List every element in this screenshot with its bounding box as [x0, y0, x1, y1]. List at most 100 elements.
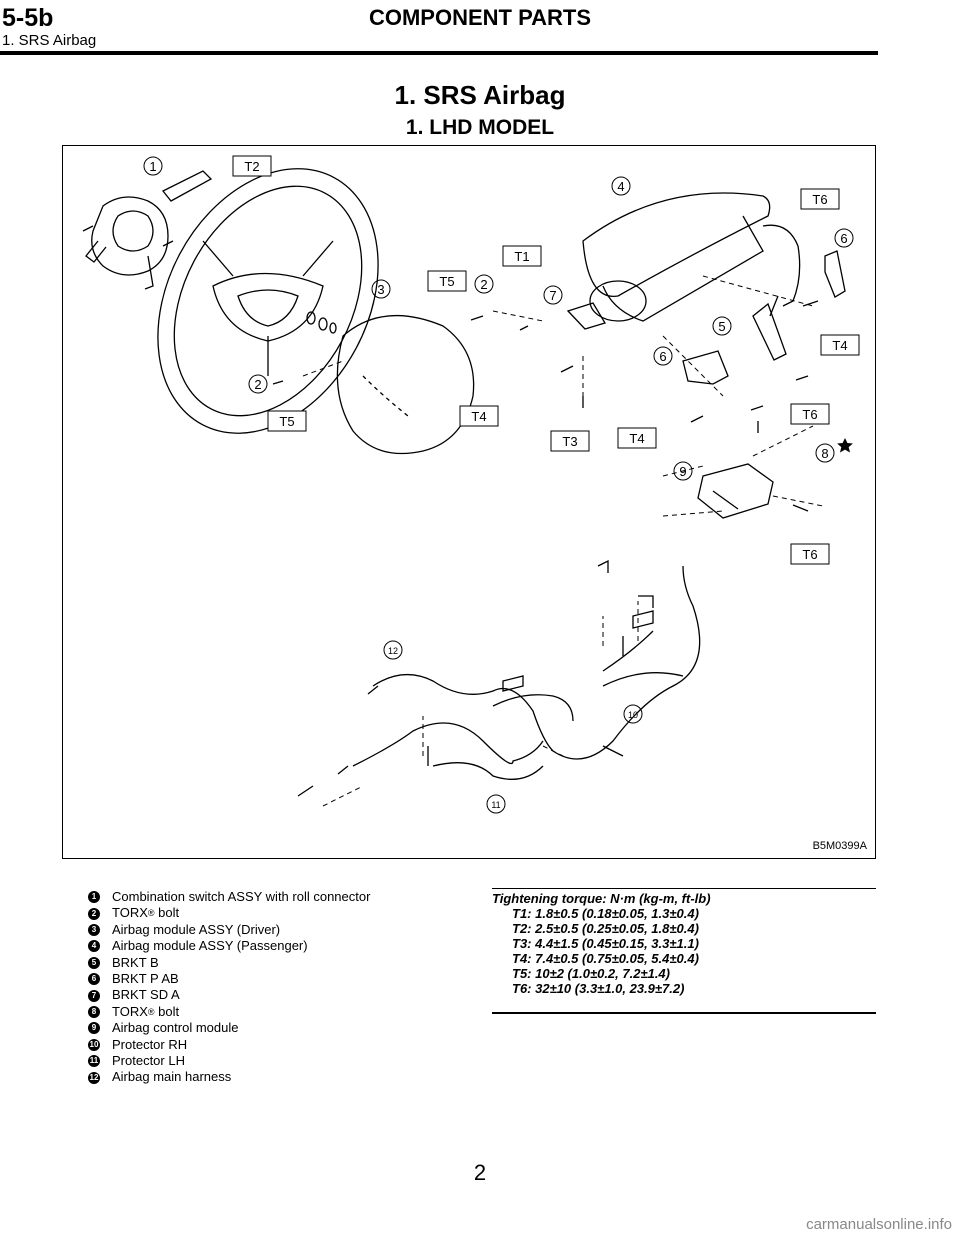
- svg-text:11: 11: [491, 800, 500, 810]
- legend-item: 9 Airbag control module: [88, 1020, 370, 1036]
- svg-text:7: 7: [549, 288, 556, 303]
- legend-suffix: bolt: [154, 1003, 180, 1019]
- legend-number: 1: [88, 891, 100, 904]
- tag-t4-mid: T4: [617, 427, 657, 449]
- legend-text: Airbag main harness: [112, 1069, 232, 1085]
- callout-11: 11: [486, 794, 506, 814]
- svg-text:12: 12: [388, 646, 398, 656]
- diagram-drawing: 1 2 2 3 4 5 6 6 7 8 9 10 11 12 T2 T5 T1 …: [82, 155, 860, 814]
- callout-10: 10: [623, 704, 643, 724]
- callout-2-lower: 2: [248, 374, 268, 394]
- callout-2-upper: 2: [474, 274, 494, 294]
- torque-line-t4: T4: 7.4±0.5 (0.75±0.05, 5.4±0.4): [512, 951, 699, 966]
- tag-t6-mid: T6: [790, 403, 830, 425]
- page-title: 1. SRS Airbag: [394, 80, 566, 110]
- tag-t6-bottom: T6: [790, 543, 830, 565]
- svg-text:6: 6: [659, 349, 666, 364]
- legend-number: 2: [88, 907, 100, 920]
- legend-number: 10: [88, 1038, 100, 1051]
- callout-6-lower: 6: [653, 346, 673, 366]
- tag-t6-top: T6: [800, 188, 840, 210]
- svg-text:5: 5: [718, 319, 725, 334]
- tag-t2: T2: [232, 155, 272, 177]
- parts-legend: 1 Combination switch ASSY with roll conne…: [88, 889, 370, 1086]
- tag-t4-left: T4: [459, 405, 499, 427]
- callout-8: 8: [815, 443, 835, 463]
- legend-item: 2 TORX® bolt: [88, 905, 370, 921]
- torque-tags: T2 T5 T1 T6 T4 T5 T4 T3 T4 T6 T6: [232, 155, 860, 565]
- legend-item: 10 Protector RH: [88, 1037, 370, 1053]
- svg-text:T6: T6: [802, 547, 817, 562]
- torque-line-t3: T3: 4.4±1.5 (0.45±0.15, 3.3±1.1): [512, 936, 699, 951]
- legend-text: Protector RH: [112, 1036, 188, 1052]
- driver-airbag-drawing: [336, 315, 475, 455]
- registered-mark: ®: [147, 908, 155, 919]
- legend-item: 6 BRKT P AB: [88, 971, 370, 987]
- tag-t5-upper: T5: [427, 270, 467, 292]
- legend-text: Combination switch ASSY with roll connec…: [112, 889, 371, 904]
- watermark: carmanualsonline.info: [806, 1216, 952, 1233]
- registered-mark: ®: [147, 1006, 155, 1017]
- legend-number: 12: [88, 1071, 100, 1084]
- section-code: 5-5b: [2, 4, 54, 32]
- combination-switch-drawing: [82, 170, 213, 290]
- svg-text:6: 6: [840, 231, 847, 246]
- legend-number: 6: [88, 973, 100, 986]
- callout-4: 4: [611, 176, 631, 196]
- legend-item: 8 TORX® bolt: [88, 1004, 370, 1020]
- callout-7: 7: [543, 285, 563, 305]
- header-rule: [0, 51, 878, 55]
- svg-text:T3: T3: [562, 434, 577, 449]
- legend-text: Airbag module ASSY (Passenger): [112, 938, 308, 954]
- legend-number: 9: [88, 1022, 100, 1035]
- callout-9: 9: [673, 461, 693, 481]
- svg-text:T6: T6: [812, 192, 827, 207]
- tag-t3: T3: [550, 430, 590, 452]
- legend-item: 5 BRKT B: [88, 955, 370, 971]
- tag-t4-right: T4: [820, 334, 860, 356]
- legend-suffix: bolt: [154, 905, 180, 921]
- torque-line-t2: T2: 2.5±0.5 (0.25±0.05, 1.8±0.4): [512, 921, 699, 936]
- torque-line-t5: T5: 10±2 (1.0±0.2, 7.2±1.4): [512, 966, 670, 981]
- legend-number: 8: [88, 1006, 100, 1019]
- legend-text: BRKT B: [112, 954, 159, 970]
- legend-text: TORX: [112, 905, 148, 921]
- legend-number: 4: [88, 940, 100, 953]
- tag-t5-lower: T5: [267, 410, 307, 432]
- legend-number: 11: [88, 1055, 100, 1068]
- svg-text:2: 2: [480, 277, 487, 292]
- svg-text:8: 8: [821, 446, 828, 461]
- exploded-diagram: 1 2 2 3 4 5 6 6 7 8 9 10 11 12 T2 T5 T1 …: [62, 145, 876, 859]
- legend-item: 4 Airbag module ASSY (Passenger): [88, 938, 370, 954]
- page-subtitle: 1. LHD MODEL: [405, 116, 555, 139]
- svg-text:T4: T4: [629, 431, 644, 446]
- callout-1: 1: [143, 156, 163, 176]
- svg-text:9: 9: [679, 464, 686, 479]
- torque-spec-box: Tightening torque: N·m (kg-m, ft-lb) T1:…: [492, 888, 876, 1014]
- legend-number: 5: [88, 956, 100, 969]
- callout-labels: 1 2 2 3 4 5 6 6 7 8 9 10 11 12: [143, 156, 854, 814]
- legend-text: BRKT SD A: [112, 987, 180, 1003]
- figure-code: B5M0399A: [812, 840, 867, 852]
- legend-text: TORX: [112, 1003, 148, 1019]
- svg-text:2: 2: [254, 377, 261, 392]
- svg-text:T4: T4: [832, 338, 847, 353]
- legend-text: Airbag module ASSY (Driver): [112, 921, 281, 937]
- harness-drawing: [297, 559, 701, 797]
- svg-text:3: 3: [377, 282, 384, 297]
- torque-heading: Tightening torque: N·m (kg-m, ft-lb): [492, 891, 711, 906]
- legend-item: 7 BRKT SD A: [88, 987, 370, 1003]
- section-title: COMPONENT PARTS: [368, 5, 592, 30]
- legend-number: 7: [88, 989, 100, 1002]
- page-number: 2: [473, 1160, 487, 1185]
- callout-12: 12: [383, 640, 403, 660]
- svg-text:4: 4: [617, 179, 624, 194]
- legend-number: 3: [88, 924, 100, 937]
- tag-t1: T1: [502, 245, 542, 267]
- torque-line-t1: T1: 1.8±0.5 (0.18±0.05, 1.3±0.4): [512, 906, 699, 921]
- svg-text:T6: T6: [802, 407, 817, 422]
- legend-text: BRKT P AB: [112, 971, 179, 987]
- legend-text: Airbag control module: [112, 1020, 239, 1036]
- star-icon: [837, 438, 853, 453]
